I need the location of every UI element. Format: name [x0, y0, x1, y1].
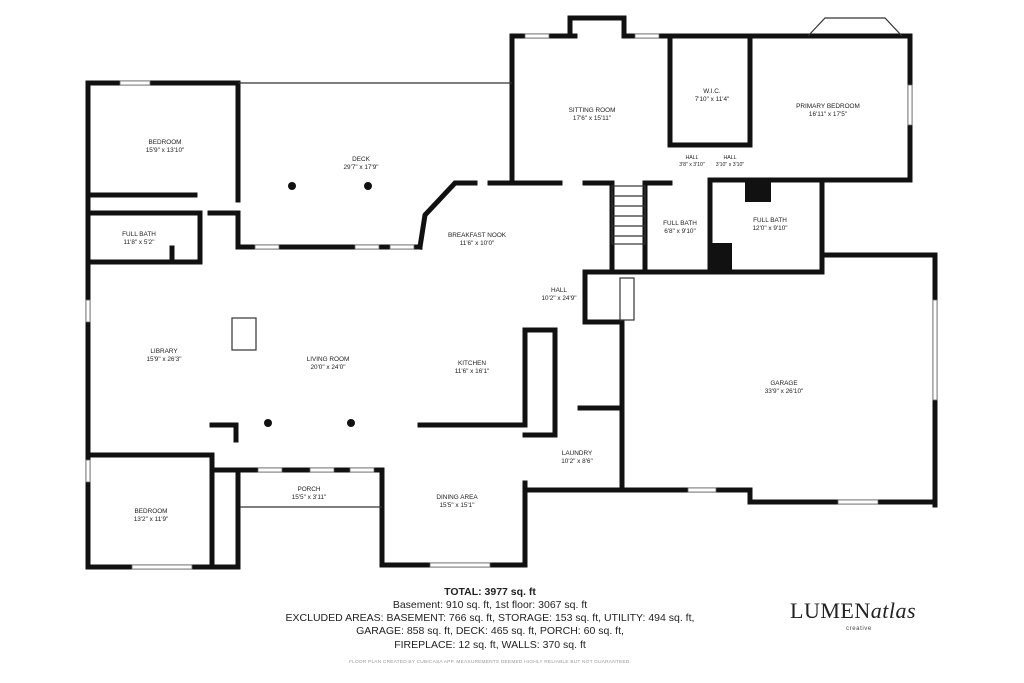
brand-logo: LUMENatlas creative — [790, 598, 930, 632]
room-dims: 20'0" x 24'0" — [310, 364, 346, 371]
room-dims: 3'10" x 3'10" — [715, 161, 745, 168]
room-dims: 11'8" x 5'2" — [123, 239, 155, 246]
room-name: KITCHEN — [457, 360, 487, 367]
room-living-room: LIVING ROOM 20'0" x 24'0" — [307, 356, 350, 372]
room-dims: 33'9" x 26'10" — [764, 388, 804, 395]
room-name: BREAKFAST NOOK — [447, 232, 507, 239]
room-name: DINING AREA — [436, 494, 478, 501]
room-name: FULL BATH — [663, 220, 697, 227]
room-dims: 16'11" x 17'5" — [808, 111, 848, 118]
room-full-bath-1: FULL BATH 11'8" x 5'2" — [122, 231, 156, 247]
room-breakfast-nook: BREAKFAST NOOK 11'6" x 10'0" — [448, 232, 506, 248]
room-dims: 15'5" x 3'11" — [291, 494, 327, 501]
room-dims: 29'7" x 17'9" — [343, 164, 379, 171]
room-name: HALL — [551, 287, 567, 294]
area-summary: TOTAL: 3977 sq. ft Basement: 910 sq. ft,… — [260, 586, 720, 652]
room-garage: GARAGE 33'9" x 26'10" — [765, 380, 804, 396]
summary-line-1: Basement: 910 sq. ft, 1st floor: 3067 sq… — [392, 599, 588, 611]
room-dims: 15'5" x 15'1" — [439, 502, 475, 509]
room-name: DECK — [352, 156, 370, 163]
room-name: SITTING ROOM — [568, 107, 616, 114]
room-dims: 15'9" x 26'3" — [146, 356, 182, 363]
room-dining-area: DINING AREA 15'5" x 15'1" — [436, 494, 477, 510]
room-full-bath-3: FULL BATH 12'0" x 9'10" — [752, 217, 787, 233]
room-name: W.I.C. — [703, 88, 721, 95]
room-laundry: LAUNDRY 10'2" x 8'6" — [561, 450, 593, 466]
room-name: GARAGE — [770, 380, 798, 387]
room-dims: 13'2" x 11'9" — [133, 516, 169, 523]
walls — [85, 15, 938, 570]
room-dims: 6'8" x 9'10" — [664, 228, 696, 235]
room-dims: 7'10" x 11'4" — [694, 96, 730, 103]
room-library: LIBRARY 15'9" x 26'3" — [146, 348, 181, 364]
room-porch: PORCH 15'5" x 3'11" — [292, 486, 327, 502]
room-wic: W.I.C. 7'10" x 11'4" — [695, 88, 730, 104]
deck-posts — [264, 182, 372, 427]
bay-window — [807, 17, 903, 37]
logo-main-text: LUMEN — [790, 598, 871, 623]
room-hall-1: HALL 3'8" x 3'10" — [679, 155, 705, 168]
room-name: FULL BATH — [753, 217, 787, 224]
summary-line-3: GARAGE: 858 sq. ft, DECK: 465 sq. ft, PO… — [356, 625, 624, 638]
total-area: TOTAL: 3977 sq. ft — [444, 586, 536, 598]
room-dims: 11'6" x 10'0" — [459, 240, 495, 247]
summary-line-2: EXCLUDED AREAS: BASEMENT: 766 sq. ft, ST… — [285, 612, 695, 625]
windows — [85, 33, 938, 570]
room-name: PRIMARY BEDROOM — [796, 103, 860, 110]
room-sitting-room: SITTING ROOM 17'6" x 15'11" — [569, 107, 616, 123]
room-primary-bedroom: PRIMARY BEDROOM 16'11" x 17'5" — [796, 103, 860, 119]
room-name: LIBRARY — [150, 348, 178, 355]
room-hall-main: HALL 10'2" x 24'9" — [541, 287, 576, 303]
room-dims: 3'8" x 3'10" — [679, 161, 705, 168]
room-dims: 10'2" x 8'6" — [561, 458, 593, 465]
credit-note: FLOOR PLAN CREATED BY CUBICASA APP. MEAS… — [348, 660, 631, 665]
room-bedroom-2: BEDROOM 13'2" x 11'9" — [134, 508, 169, 524]
stairs — [611, 185, 646, 321]
room-name: HALL — [685, 155, 699, 161]
room-name: LIVING ROOM — [306, 356, 350, 363]
logo-script-text: atlas — [870, 598, 917, 623]
room-bedroom-1: BEDROOM 15'9" x 13'10" — [146, 139, 185, 155]
summary-line-4: FIREPLACE: 12 sq. ft, WALLS: 370 sq. ft — [394, 638, 586, 651]
room-name: BEDROOM — [134, 508, 168, 515]
room-name: FULL BATH — [122, 231, 156, 238]
room-name: HALL — [723, 155, 737, 161]
room-deck: DECK 29'7" x 17'9" — [343, 156, 378, 172]
room-dims: 10'2" x 24'9" — [541, 295, 577, 302]
logo-subtitle: creative — [846, 626, 872, 632]
room-name: BEDROOM — [148, 139, 182, 146]
room-dims: 17'6" x 15'11" — [572, 115, 612, 122]
room-full-bath-2: FULL BATH 6'8" x 9'10" — [663, 220, 697, 236]
room-hall-2: HALL 3'10" x 3'10" — [716, 155, 744, 168]
room-dims: 12'0" x 9'10" — [752, 225, 788, 232]
room-dims: 11'6" x 16'1" — [454, 368, 490, 375]
room-name: PORCH — [297, 486, 321, 493]
room-kitchen: KITCHEN 11'6" x 16'1" — [455, 360, 490, 376]
room-dims: 15'9" x 13'10" — [145, 147, 185, 154]
room-name: LAUNDRY — [561, 450, 593, 457]
